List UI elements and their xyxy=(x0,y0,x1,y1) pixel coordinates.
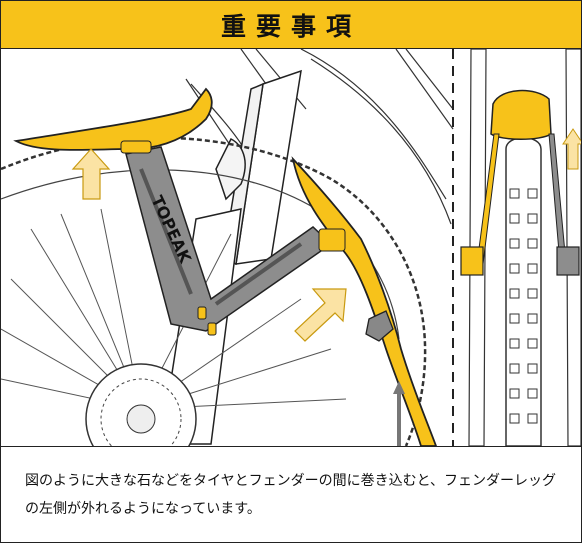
up-arrow-icon xyxy=(71,148,111,200)
rock-icon xyxy=(365,310,394,342)
front-wheel xyxy=(1,136,427,446)
diagonal-arrow-icon xyxy=(294,288,347,342)
fender-illustration: TOPEAK xyxy=(1,49,581,446)
important-notice-banner: 重要事項 xyxy=(1,1,581,49)
front-view-inset xyxy=(460,49,581,446)
page-title: 重要事項 xyxy=(220,11,361,41)
caption-panel: 図のように大きな石などをタイヤとフェンダーの間に巻き込むと、フェンダーレッグの左… xyxy=(1,446,581,543)
fender-diagram: TOPEAK xyxy=(1,49,581,446)
curved-arrow-icon xyxy=(393,381,405,446)
caption-text: 図のように大きな石などをタイヤとフェンダーの間に巻き込むと、フェンダーレッグの左… xyxy=(25,473,557,517)
fender-top xyxy=(13,87,213,154)
fender-blade xyxy=(291,156,437,446)
